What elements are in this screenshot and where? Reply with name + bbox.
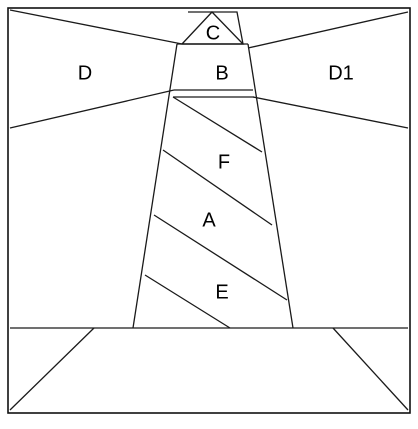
label-d1: D1 bbox=[328, 62, 354, 84]
beam-left-upper bbox=[10, 10, 182, 44]
label-f: F bbox=[218, 151, 230, 173]
label-d: D bbox=[78, 62, 92, 84]
stripe-1 bbox=[173, 97, 262, 152]
tower-left-edge bbox=[133, 44, 177, 328]
beam-left-lower bbox=[10, 90, 174, 128]
base-left-slope bbox=[10, 328, 94, 410]
label-b: B bbox=[215, 62, 228, 84]
label-c: C bbox=[206, 22, 220, 44]
base-right-slope bbox=[333, 328, 408, 410]
beam-right-lower bbox=[253, 97, 408, 128]
tower-right-edge bbox=[248, 44, 293, 328]
label-a: A bbox=[202, 209, 216, 231]
beam-right-upper bbox=[248, 12, 408, 48]
label-e: E bbox=[215, 281, 228, 303]
